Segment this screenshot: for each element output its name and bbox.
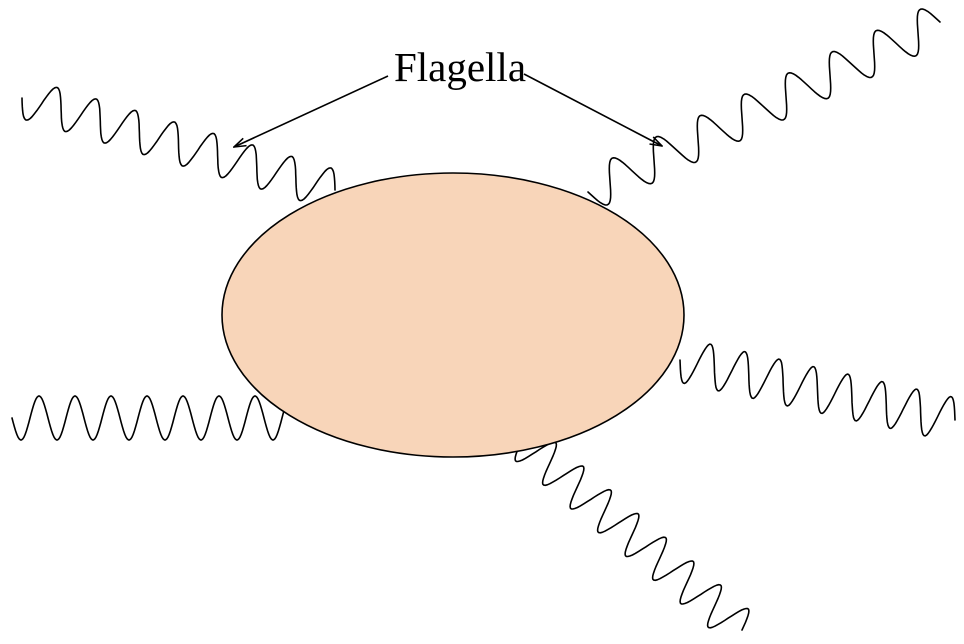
flagella-label: Flagella xyxy=(394,44,526,90)
arrow-to-right-flagellum xyxy=(524,74,662,146)
flagellum-upper-right xyxy=(588,9,940,205)
flagellum-left xyxy=(12,396,300,440)
cell-body xyxy=(222,173,684,457)
flagellum-upper-left xyxy=(22,87,335,200)
flagellum-lower xyxy=(515,440,749,630)
flagellum-right xyxy=(680,344,955,436)
arrow-to-left-flagellum xyxy=(234,76,388,147)
